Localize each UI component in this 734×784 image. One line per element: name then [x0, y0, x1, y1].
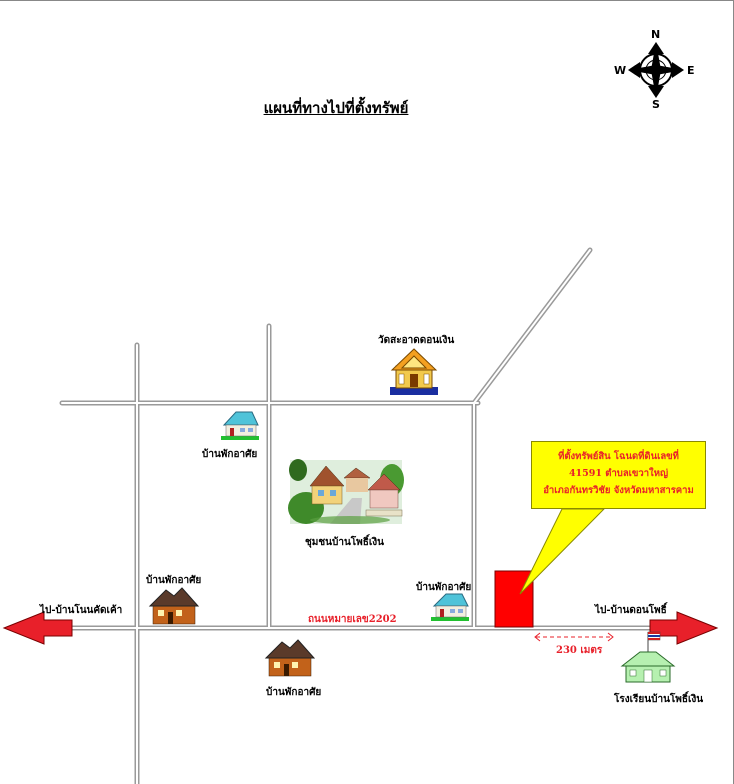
map-title: แผนที่ทางไปที่ตั้งทรัพย์ [263, 99, 409, 117]
temple-icon [390, 348, 438, 395]
distance-arrow-icon [534, 632, 614, 642]
house-blue-icon [221, 411, 259, 440]
school-icon [620, 631, 676, 683]
house-blue-icon-2 [431, 593, 469, 621]
school-label: โรงเรียนบ้านโพธิ์เงิน [614, 694, 704, 705]
callout-line-2: 41591 ตำบลเขวาใหญ่ [568, 468, 669, 479]
residence-s-label: บ้านพักอาศัย [266, 687, 322, 698]
distance-label: 230 เมตร [556, 645, 603, 656]
compass-n: N [651, 28, 661, 41]
compass-e: E [687, 64, 695, 77]
direction-east-label: ไป-บ้านดอนโพธิ์ [595, 605, 667, 616]
temple-label: วัดสะอาดดอนเงิน [378, 335, 455, 346]
arrow-east-icon [649, 611, 719, 645]
residence-road-label: บ้านพักอาศัย [416, 582, 472, 593]
callout-line-1: ที่ตั้งทรัพย์สิน โฉนดที่ดินเลขที่ [558, 451, 679, 462]
property-callout: ที่ตั้งทรัพย์สิน โฉนดที่ดินเลขที่ 41591 … [531, 441, 706, 509]
residence-ne-label: บ้านพักอาศัย [202, 449, 258, 460]
direction-west-label: ไป-บ้านโนนคัดเค้า [40, 605, 123, 616]
house-brown-icon [148, 587, 200, 625]
road-network [15, 247, 709, 784]
compass-w: W [614, 64, 627, 77]
community-label: ชุมชนบ้านโพธิ์เงิน [305, 537, 385, 548]
road-name-label: ถนนหมายเลข2202 [308, 614, 397, 625]
compass-s: S [652, 98, 660, 111]
residence-w-label: บ้านพักอาศัย [146, 575, 202, 586]
house-brown-icon-2 [264, 639, 316, 677]
callout-pointer [519, 508, 606, 595]
callout-line-3: อำเภอกันทรวิชัย จังหวัดมหาสารคาม [543, 485, 694, 496]
arrow-west-icon [2, 611, 73, 645]
village-illustration-icon [288, 459, 404, 524]
compass-icon [628, 42, 684, 98]
